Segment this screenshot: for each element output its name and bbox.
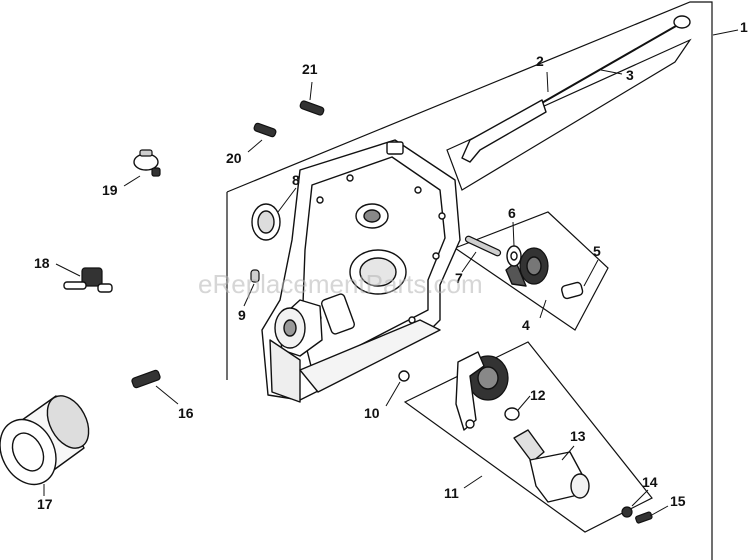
- callout-3: 3: [626, 67, 634, 83]
- fitting-18: [63, 267, 113, 293]
- callout-7: 7: [455, 270, 463, 286]
- sensor-bracket: [455, 351, 509, 431]
- oil-seal: [251, 203, 281, 241]
- o-ring-12: [504, 407, 520, 421]
- callout-12: 12: [530, 387, 546, 403]
- callout-9: 9: [238, 307, 246, 323]
- callout-labels: 1 2 3 4 5 6 7 8 9 10 11 12 13 14 15 16 1…: [34, 19, 748, 512]
- callout-10: 10: [364, 405, 380, 421]
- callout-20: 20: [226, 150, 242, 166]
- callout-19: 19: [102, 182, 118, 198]
- oil-pump-gear: [505, 247, 549, 287]
- oil-pressure-switch: [133, 149, 161, 177]
- callout-15: 15: [670, 493, 686, 509]
- oil-filter: [0, 395, 90, 486]
- screw-15: [635, 511, 653, 524]
- callout-14: 14: [642, 474, 658, 490]
- dowel-pin-9: [250, 269, 260, 283]
- watermark: eReplacementParts.com: [198, 269, 483, 299]
- callout-8: 8: [292, 172, 300, 188]
- dipstick-group-outline: [446, 38, 692, 191]
- washer-6: [506, 245, 522, 267]
- check-ball: [398, 370, 410, 382]
- callout-13: 13: [570, 428, 586, 444]
- nut-14: [621, 506, 633, 518]
- pump-shaft-pin: [464, 235, 502, 257]
- callout-4: 4: [522, 317, 530, 333]
- callout-17: 17: [37, 496, 53, 512]
- callout-16: 16: [178, 405, 194, 421]
- oil-sensor: [513, 429, 590, 503]
- callout-21: 21: [302, 61, 318, 77]
- callout-5: 5: [593, 243, 601, 259]
- callout-6: 6: [508, 205, 516, 221]
- callout-2: 2: [536, 53, 544, 69]
- closure-plate: [261, 139, 461, 403]
- screw-21: [299, 100, 325, 116]
- callout-18: 18: [34, 255, 50, 271]
- bolt-16: [131, 369, 161, 389]
- leader-lines: [43, 29, 739, 517]
- screw-20: [253, 122, 277, 138]
- callout-11: 11: [444, 485, 459, 501]
- plug-5: [560, 281, 584, 300]
- oil-pump-group-outline: [453, 211, 609, 331]
- assembly-outline: [226, 1, 713, 560]
- dipstick: [461, 15, 691, 163]
- callout-1: 1: [740, 19, 748, 35]
